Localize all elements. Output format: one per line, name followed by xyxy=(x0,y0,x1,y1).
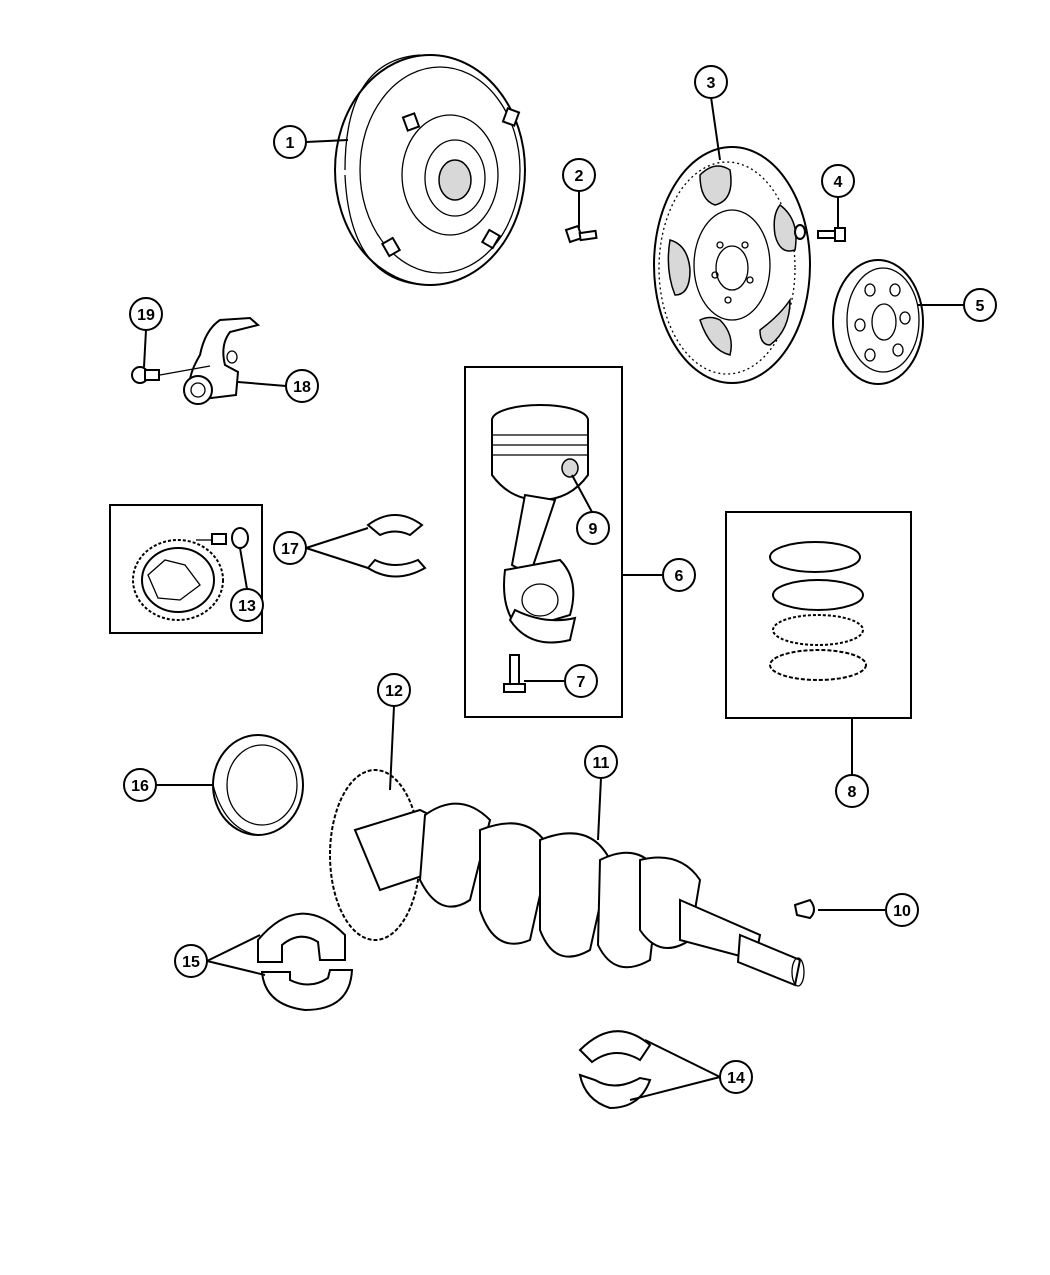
svg-text:1: 1 xyxy=(286,135,295,152)
svg-text:3: 3 xyxy=(707,75,716,92)
svg-text:4: 4 xyxy=(834,174,843,191)
svg-text:9: 9 xyxy=(589,521,598,538)
part-bolt-4 xyxy=(794,224,846,242)
part-torque-converter xyxy=(334,54,526,286)
callout-6: 6 xyxy=(662,558,696,592)
callout-13: 13 xyxy=(230,588,264,622)
callout-19: 19 xyxy=(129,297,163,331)
part-bolt-2 xyxy=(564,224,598,244)
svg-text:13: 13 xyxy=(238,598,256,615)
callout-15: 15 xyxy=(174,944,208,978)
part-rod-bolt-7 xyxy=(503,654,526,693)
callout-9: 9 xyxy=(576,511,610,545)
svg-text:7: 7 xyxy=(577,674,586,691)
leader-lines xyxy=(143,96,964,1101)
svg-text:6: 6 xyxy=(675,568,684,585)
part-sensor-bracket xyxy=(183,316,261,405)
part-crankshaft xyxy=(329,769,805,987)
svg-text:15: 15 xyxy=(182,954,200,971)
part-flexplate xyxy=(653,146,811,384)
callout-10: 10 xyxy=(885,893,919,927)
svg-text:12: 12 xyxy=(385,683,403,700)
svg-text:18: 18 xyxy=(293,379,311,396)
callout-14: 14 xyxy=(719,1060,753,1094)
svg-text:10: 10 xyxy=(893,903,911,920)
callout-8: 8 xyxy=(835,774,869,808)
callout-3: 3 xyxy=(694,65,728,99)
svg-text:2: 2 xyxy=(575,168,584,185)
callout-1: 1 xyxy=(273,125,307,159)
callout-11: 11 xyxy=(584,745,618,779)
svg-text:14: 14 xyxy=(727,1070,745,1087)
svg-text:8: 8 xyxy=(848,784,857,801)
callout-7: 7 xyxy=(564,664,598,698)
svg-text:17: 17 xyxy=(281,541,299,558)
callout-5: 5 xyxy=(963,288,997,322)
callout-17: 17 xyxy=(273,531,307,565)
svg-text:5: 5 xyxy=(976,298,985,315)
part-rear-seal xyxy=(212,734,304,836)
part-bolt-19 xyxy=(131,365,211,384)
part-main-bearings-15 xyxy=(257,912,354,1012)
svg-text:11: 11 xyxy=(593,755,610,772)
callout-18: 18 xyxy=(285,369,319,403)
part-piston-rings-box xyxy=(725,511,912,719)
callout-4: 4 xyxy=(821,164,855,198)
part-adapter-plate xyxy=(832,259,924,385)
callout-12: 12 xyxy=(377,673,411,707)
callout-2: 2 xyxy=(562,158,596,192)
svg-text:19: 19 xyxy=(137,307,155,324)
part-rod-bearings-17 xyxy=(366,514,427,578)
part-key xyxy=(793,898,815,920)
callout-16: 16 xyxy=(123,768,157,802)
svg-text:16: 16 xyxy=(131,778,149,795)
part-main-bearings-14 xyxy=(578,1030,652,1110)
